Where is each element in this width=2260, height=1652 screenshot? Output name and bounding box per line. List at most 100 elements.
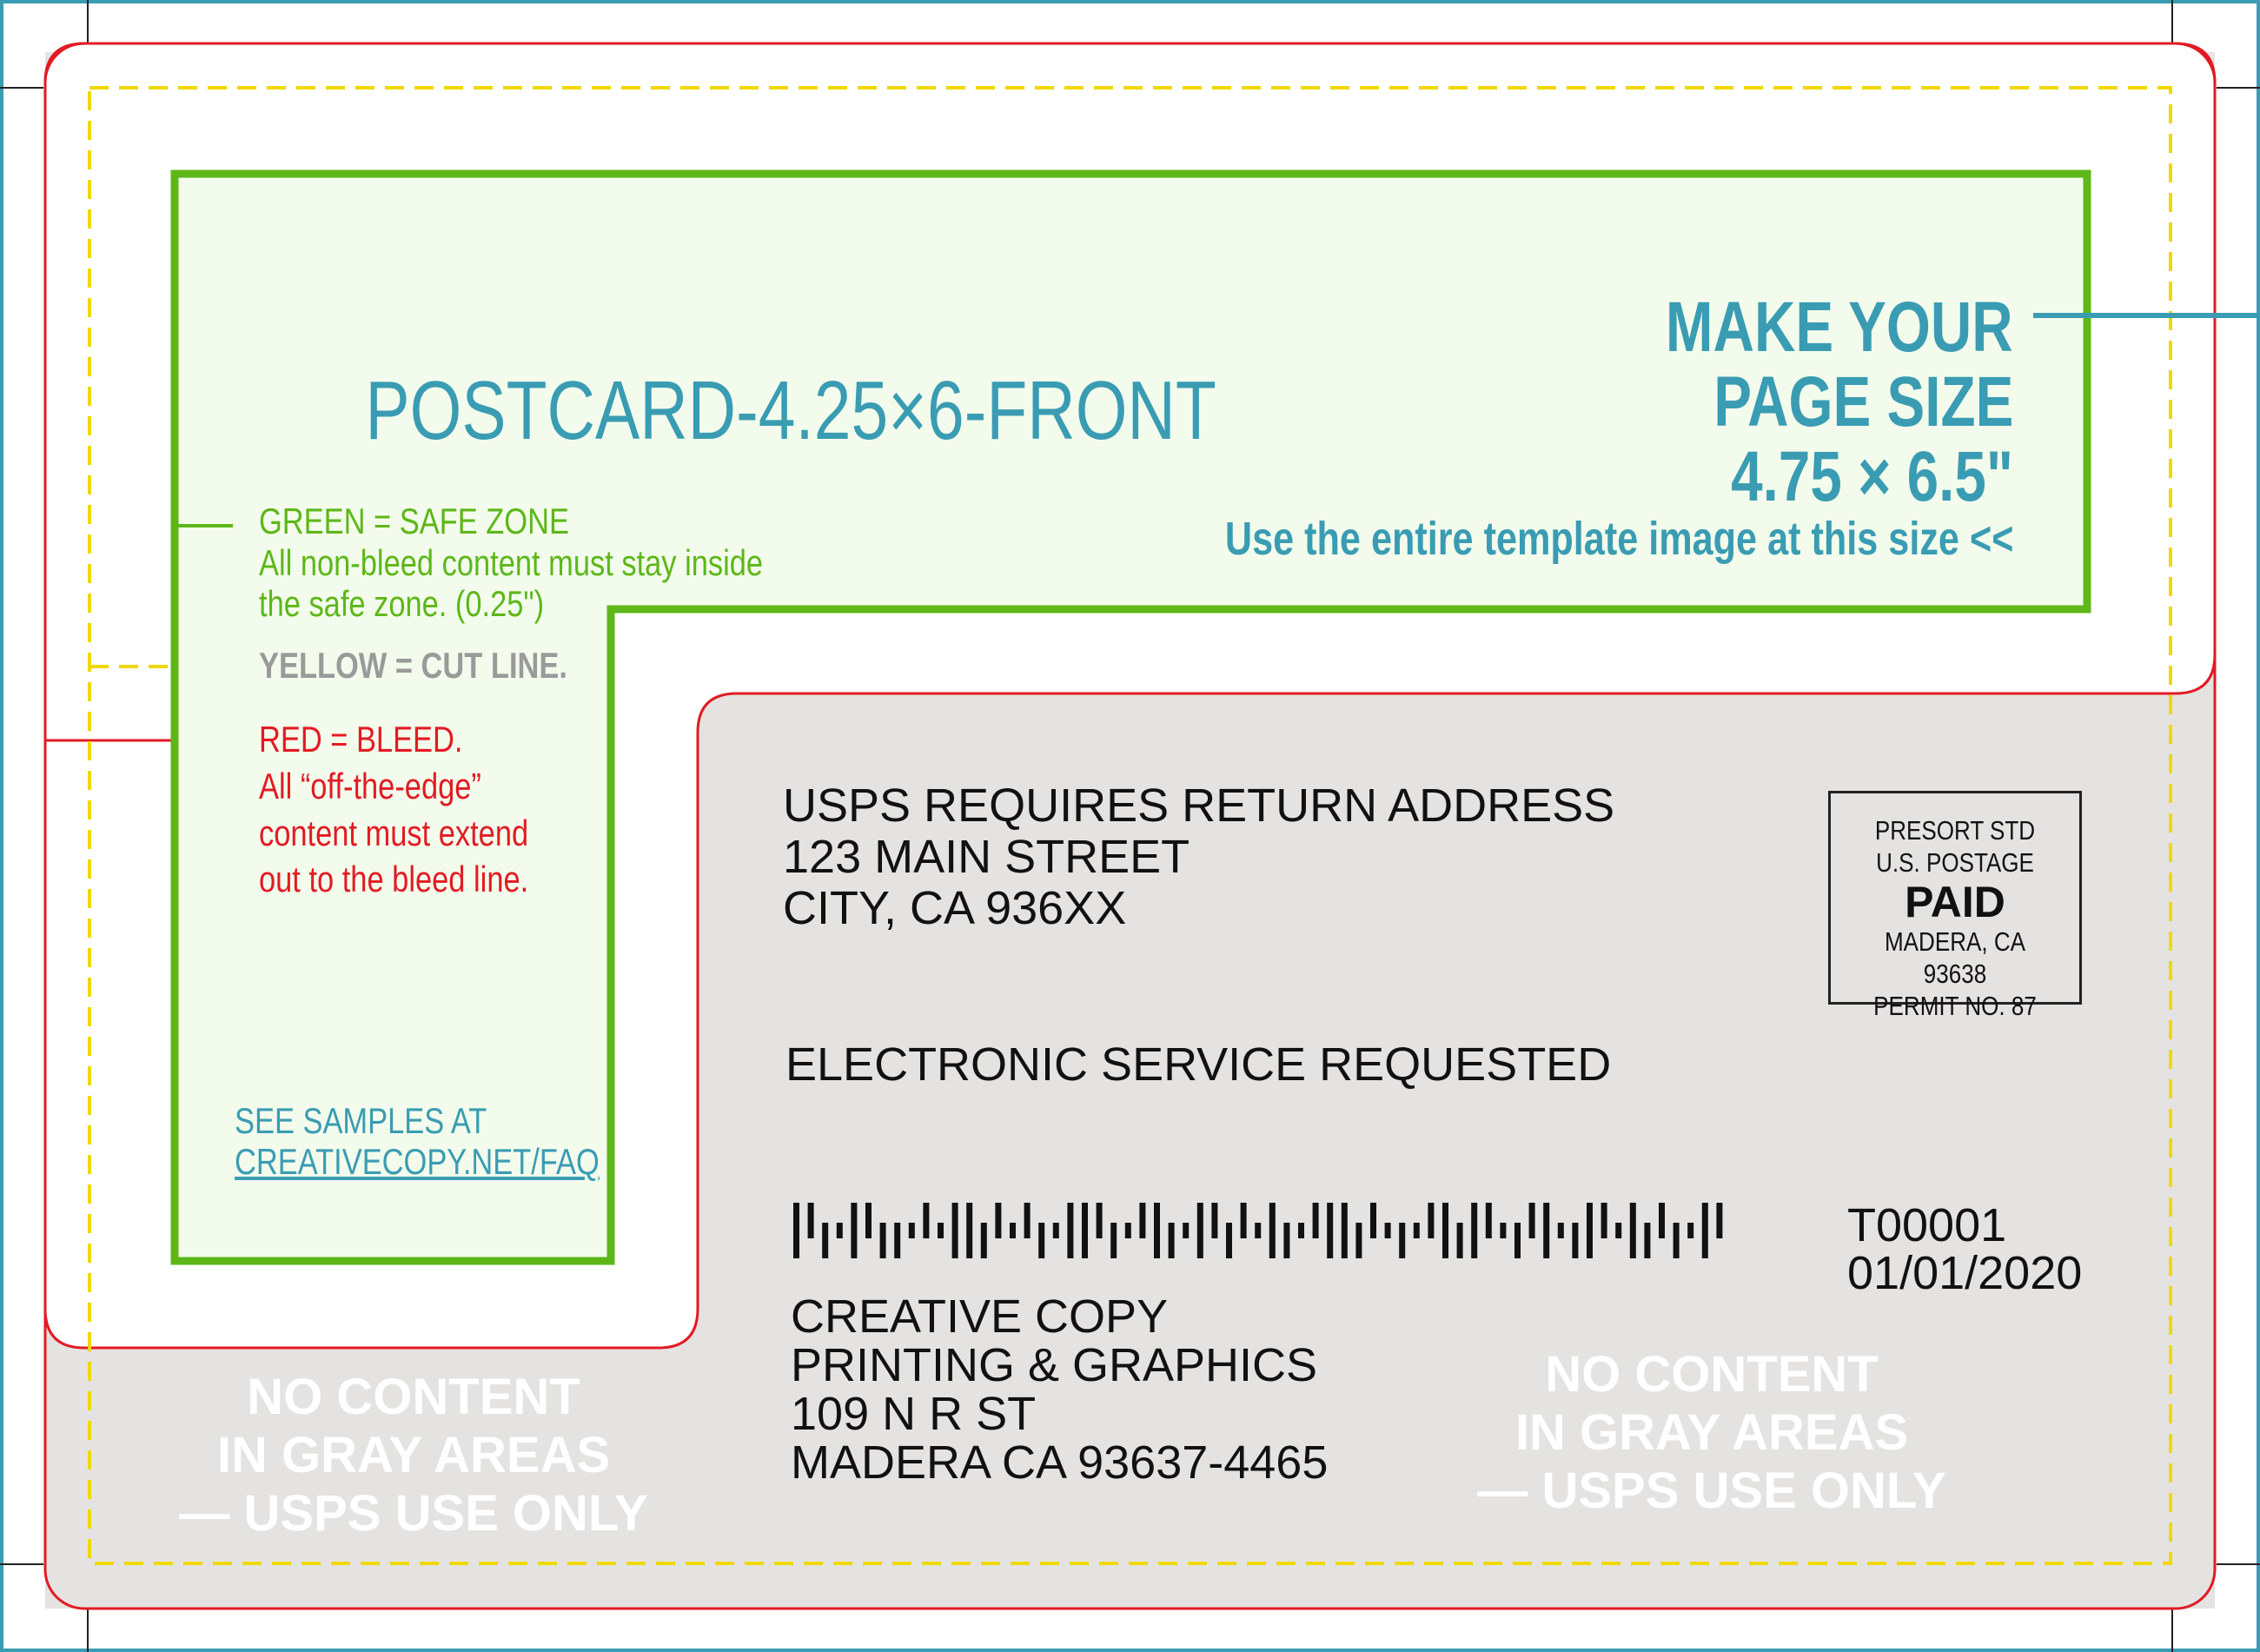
barcode-bar [807, 1203, 814, 1238]
barcode-bar [995, 1203, 1002, 1238]
recipient-line3: 109 N R ST [791, 1388, 1037, 1440]
barcode-bar [1701, 1203, 1708, 1258]
barcode-bar [1587, 1203, 1593, 1258]
legend-red-line2: content must extend [259, 813, 529, 853]
indicia-paid: PAID [1905, 878, 2005, 926]
barcode-bar [1124, 1223, 1131, 1238]
no-content-line3: — USPS USE ONLY [179, 1485, 648, 1542]
barcode-bar [879, 1223, 886, 1258]
barcode-bar [1615, 1223, 1622, 1238]
barcode-bar [1226, 1223, 1232, 1258]
barcode-bar [1139, 1203, 1146, 1238]
barcode-bar [1255, 1223, 1262, 1238]
legend-red-line3: out to the bleed line. [259, 859, 529, 899]
barcode-bar [908, 1223, 915, 1238]
barcode-bar [980, 1223, 987, 1258]
indicia-line3: MADERA, CA 93638 [1884, 926, 2026, 989]
barcode-bar [1413, 1223, 1420, 1238]
barcode-bar [1283, 1223, 1290, 1258]
indicia-line1: PRESORT STD [1874, 815, 2036, 846]
barcode-bar [1024, 1203, 1031, 1238]
legend-red-title: RED = BLEED. [259, 719, 463, 760]
barcode-bar [1687, 1223, 1694, 1238]
no-content-notice-left: NO CONTENT IN GRAY AREAS — USPS USE ONLY [170, 1368, 657, 1543]
barcode-bar [1659, 1203, 1665, 1238]
return-address-line1: USPS REQUIRES RETURN ADDRESS [783, 780, 1615, 832]
barcode-bar [1428, 1203, 1435, 1238]
no-content-line2: IN GRAY AREAS [216, 1427, 611, 1483]
tracking-date: 01/01/2020 [1847, 1247, 2083, 1299]
barcode-bar [1528, 1203, 1535, 1238]
barcode-bar [1298, 1223, 1304, 1238]
barcode-bar [1399, 1223, 1406, 1258]
indicia-line2: U.S. POSTAGE [1876, 847, 2034, 878]
barcode-bar [1082, 1203, 1088, 1258]
barcode-bar [966, 1203, 973, 1258]
return-address-line2: 123 MAIN STREET [783, 831, 1190, 883]
barcode-bar [1456, 1223, 1463, 1258]
barcode-bar [1485, 1203, 1492, 1238]
barcode-bar [938, 1223, 944, 1238]
barcode-bar [1038, 1223, 1045, 1258]
barcode-bar [1514, 1223, 1521, 1258]
no-content-line1: NO CONTENT [1545, 1346, 1879, 1403]
barcode-bar [1557, 1223, 1564, 1238]
barcode-bar [1644, 1223, 1651, 1258]
page-size-heading-line1: MAKE YOUR [1666, 288, 2013, 367]
no-content-line2: IN GRAY AREAS [1514, 1404, 1909, 1461]
barcode-bar [1673, 1223, 1680, 1258]
barcode-bar [865, 1203, 872, 1238]
barcode-bar [1196, 1203, 1203, 1258]
service-endorsement: ELECTRONIC SERVICE REQUESTED [785, 1038, 1612, 1091]
barcode-bar [894, 1223, 901, 1258]
postage-indicia: PRESORT STD U.S. POSTAGE PAID MADERA, CA… [1828, 791, 2082, 1021]
barcode-bar [1096, 1203, 1103, 1238]
samples-label: SEE SAMPLES AT [235, 1100, 487, 1141]
no-content-line3: — USPS USE ONLY [1477, 1463, 1946, 1519]
barcode-bar [1716, 1203, 1723, 1238]
barcode-bar [1629, 1203, 1636, 1258]
barcode-bar [1543, 1203, 1550, 1258]
barcode-bar [1110, 1223, 1117, 1258]
recipient-line1: CREATIVE COPY [791, 1290, 1169, 1343]
barcode-bar [1183, 1223, 1190, 1238]
cut-line [88, 86, 2172, 1565]
no-content-line1: NO CONTENT [247, 1369, 580, 1425]
barcode-bar [1052, 1223, 1059, 1238]
legend-green-title: GREEN = SAFE ZONE [259, 501, 569, 541]
legend-green-line2: the safe zone. (0.25") [259, 583, 545, 624]
barcode-bar [1471, 1203, 1478, 1258]
barcode-bar [1067, 1203, 1074, 1258]
barcode-bar [923, 1203, 930, 1238]
barcode-bar [1341, 1203, 1348, 1258]
barcode-bar [951, 1203, 958, 1258]
barcode-bar [836, 1223, 843, 1238]
recipient-line2: PRINTING & GRAPHICS [791, 1339, 1318, 1391]
recipient-line4: MADERA CA 93637-4465 [791, 1436, 1329, 1489]
barcode-icon [793, 1203, 1723, 1258]
barcode-bar [1500, 1223, 1507, 1238]
return-address-line3: CITY, CA 936XX [783, 882, 1127, 934]
barcode-bar [793, 1203, 799, 1258]
barcode-bar [1269, 1203, 1276, 1258]
indicia-line4: PERMIT NO. 87 [1873, 991, 2037, 1021]
barcode-bar [1384, 1223, 1391, 1238]
no-content-notice-right: NO CONTENT IN GRAY AREAS — USPS USE ONLY [1468, 1345, 1955, 1520]
barcode-bar [1442, 1203, 1448, 1258]
safe-zone [170, 169, 2091, 1265]
legend-red-line1: All “off-the-edge” [259, 766, 481, 806]
bleed-line [43, 42, 2217, 1610]
legend-yellow: YELLOW = CUT LINE. [259, 645, 567, 686]
page-size-note: Use the entire template image at this si… [1224, 513, 2013, 565]
page-size-heading-line2: PAGE SIZE [1713, 362, 2013, 441]
barcode-bar [851, 1203, 858, 1258]
barcode-bar [1572, 1223, 1579, 1258]
barcode-bar [1168, 1223, 1175, 1258]
samples-link[interactable]: CREATIVECOPY.NET/FAQ [235, 1141, 600, 1182]
legend-green-line1: All non-bleed content must stay inside [259, 542, 764, 583]
barcode-bar [1370, 1203, 1376, 1238]
template-title: POSTCARD-4.25×6-FRONT [365, 364, 1216, 457]
